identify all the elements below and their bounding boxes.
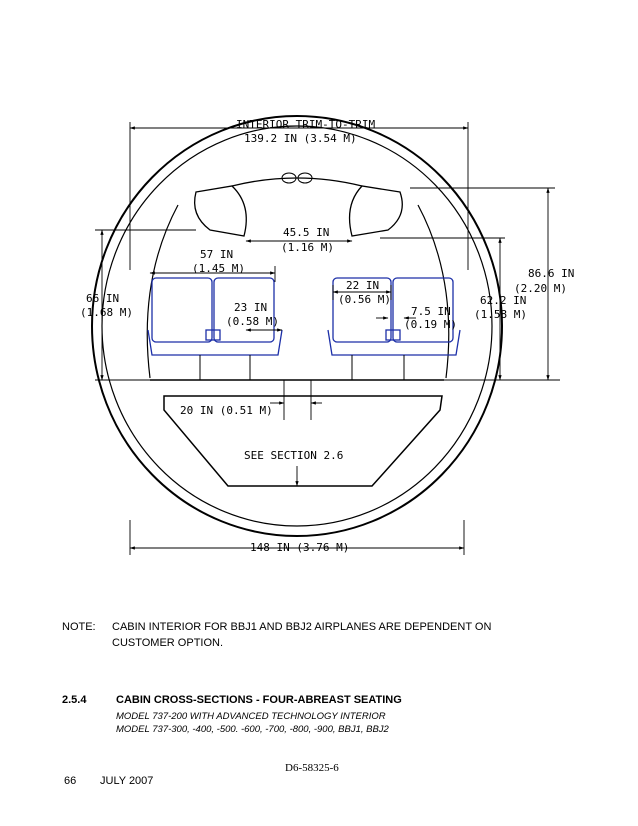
revision-date: JULY 2007 <box>100 775 154 787</box>
label-seat-cushion-1: 22 IN <box>346 279 379 292</box>
page-number: 66 <box>64 775 77 787</box>
label-trim-title: INTERIOR TRIM-TO-TRIM <box>236 118 375 131</box>
label-seat-width-left-1: 57 IN <box>200 248 233 261</box>
cabin-cross-section-drawing: INTERIOR TRIM-TO-TRIM 139.2 IN (3.54 M) … <box>80 115 574 555</box>
label-trim-value: 139.2 IN (3.54 M) <box>244 132 357 145</box>
label-aisle-1: 23 IN <box>234 301 267 314</box>
label-height-right-2: (1.58 M) <box>474 308 527 321</box>
label-bin-gap-2: (1.16 M) <box>281 241 334 254</box>
seat-pair-left <box>147 277 283 356</box>
label-overall-height-2: (2.20 M) <box>514 282 567 295</box>
model-line-2: MODEL 737-300, -400, -500. -600, -700, -… <box>116 724 389 735</box>
ceiling-light-left <box>281 172 297 184</box>
label-seat-width-left-2: (1.45 M) <box>192 262 245 275</box>
cargo-compartment <box>163 395 443 487</box>
label-bin-gap-1: 45.5 IN <box>283 226 329 239</box>
label-armrest-1: 7.5 IN <box>411 305 451 318</box>
note-label: NOTE: <box>62 621 96 633</box>
overhead-bin-right <box>348 185 403 237</box>
label-height-right-1: 62.2 IN <box>480 294 526 307</box>
fuselage-outer-wall <box>91 115 503 537</box>
label-floor-width: 20 IN (0.51 M) <box>180 404 273 417</box>
sidewall-lining-right <box>417 204 450 379</box>
label-armrest-2: (0.19 M) <box>404 318 457 331</box>
note-text: CABIN INTERIOR FOR BBJ1 AND BBJ2 AIRPLAN… <box>112 621 492 649</box>
ceiling-panel <box>231 177 363 187</box>
label-height-left-2: (1.68 M) <box>80 306 133 319</box>
section-title: CABIN CROSS-SECTIONS - FOUR-ABREAST SEAT… <box>116 694 402 706</box>
label-seat-cushion-2: (0.56 M) <box>338 293 391 306</box>
ceiling-light-right <box>297 172 313 184</box>
label-fuselage-width: 148 IN (3.76 M) <box>250 541 349 554</box>
overhead-bin-left <box>193 185 247 237</box>
label-see-section: SEE SECTION 2.6 <box>244 449 343 462</box>
label-overall-height-1: 86.6 IN <box>528 267 574 280</box>
label-aisle-2: (0.58 M) <box>226 315 279 328</box>
seat-pair-right <box>327 277 461 356</box>
document-number: D6-58325-6 <box>285 762 339 774</box>
section-number: 2.5.4 <box>62 694 87 706</box>
label-height-left-1: 66 IN <box>86 292 119 305</box>
sidewall-lining-left <box>146 204 179 379</box>
model-line-1: MODEL 737-200 WITH ADVANCED TECHNOLOGY I… <box>116 711 386 722</box>
